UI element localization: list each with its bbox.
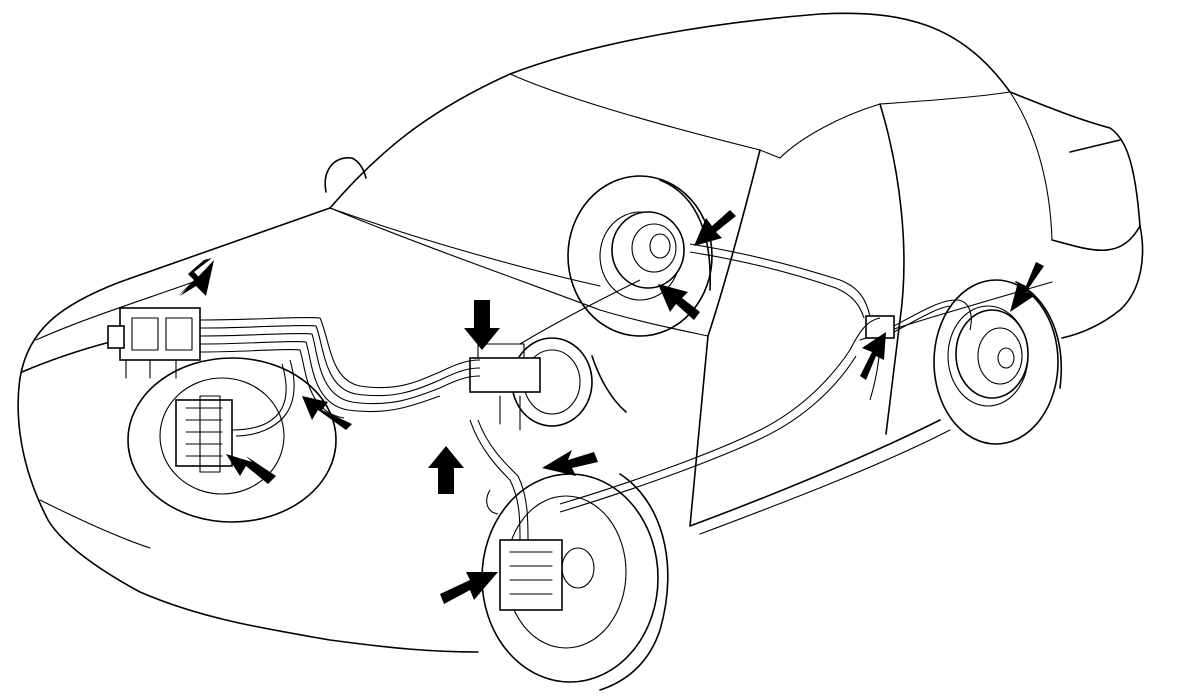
front-right-caliper-icon: [499, 539, 595, 611]
arrow-icon: [1010, 262, 1044, 312]
brake-booster-master-cylinder-icon: [469, 337, 627, 431]
arrow-icon: [694, 210, 736, 246]
arrow-icon: [542, 450, 598, 476]
arrow-icon: [180, 260, 214, 296]
pointer-arrows: [178, 210, 1044, 604]
arrow-icon: [226, 454, 276, 484]
car-body-outline: [17, 12, 1144, 653]
brake-lines: [199, 243, 972, 541]
front-left-wheel: [127, 357, 337, 523]
valve-icon: [865, 315, 895, 339]
rear-left-drum-icon: [611, 211, 685, 289]
arrow-icon: [860, 332, 886, 380]
rear-right-drum-icon: [955, 309, 1029, 399]
hydraulic-unit-icon: [107, 307, 201, 379]
arrow-icon: [178, 258, 212, 296]
arrow-icon: [440, 572, 498, 604]
front-left-caliper-icon: [175, 395, 233, 473]
arrow-icon: [464, 300, 500, 350]
arrow-icon: [302, 396, 352, 430]
arrow-icon: [658, 284, 700, 320]
arrow-icon: [428, 446, 464, 494]
